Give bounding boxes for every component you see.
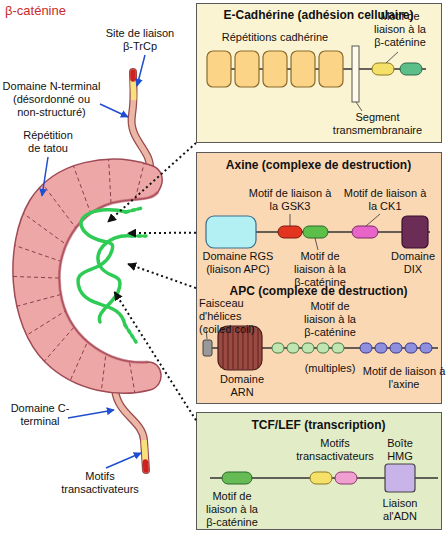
armadillo-body	[13, 159, 162, 393]
partner-box: Axine (complexe de destruction) APC (comp…	[196, 152, 442, 404]
protein-binding-groove: β-caténine	[98, 222, 128, 292]
box-heading: APC (complexe de destruction)	[197, 284, 440, 298]
box-heading: E-Cadhérine (adhésion cellulaire)	[197, 8, 440, 22]
tail-tip	[143, 462, 149, 470]
groove-shade	[59, 192, 158, 362]
repeat-divider	[108, 150, 115, 280]
peptide-strand	[126, 208, 142, 212]
peptide-strand	[132, 234, 146, 238]
peptide-strand	[125, 325, 136, 342]
c-terminal-tail	[115, 390, 146, 470]
connectors	[108, 143, 196, 420]
leader-arrow	[42, 157, 48, 196]
tail-outline	[115, 390, 146, 470]
tail-tip	[130, 72, 136, 79]
repeat-dividers	[0, 150, 146, 409]
box-heading: TCF/LEF (transcription)	[197, 418, 440, 432]
part-label: Site de liaison β-TrCp	[100, 27, 180, 53]
repeat-divider	[0, 280, 115, 314]
repeat-divider	[115, 154, 147, 280]
repeat-divider	[62, 280, 115, 399]
part-label: Domaine N-terminal (désordonné ou non-st…	[2, 80, 101, 119]
part-label: Domaine C-terminal	[10, 402, 70, 428]
repeat-divider	[5, 280, 115, 349]
repeat-divider	[0, 238, 115, 280]
partner-box: TCF/LEF (transcription)	[196, 412, 442, 530]
repeat-divider	[30, 280, 115, 378]
tail-fill	[115, 390, 146, 470]
protein-name: β-caténine	[5, 4, 125, 18]
bound-peptides	[78, 208, 146, 342]
repeat-divider	[115, 280, 138, 408]
btrcp-site	[130, 79, 136, 100]
box-heading: Axine (complexe de destruction)	[197, 158, 440, 172]
repeat-divider	[71, 158, 116, 280]
leader-arrow	[68, 410, 114, 418]
tail-outline	[132, 72, 151, 170]
peptide-strand	[98, 236, 132, 322]
leader-arrows	[42, 55, 145, 468]
leader-arrow	[100, 104, 128, 117]
transactivating-motif	[144, 440, 146, 462]
part-label: Répétition de tatou	[19, 129, 77, 155]
repeat-divider	[0, 276, 115, 281]
binding-arrow	[128, 264, 196, 288]
binding-arrow	[115, 292, 197, 420]
peptide-strand	[78, 210, 126, 325]
repeat-divider	[10, 204, 115, 280]
repeat-divider	[99, 280, 115, 409]
repeat-divider	[37, 176, 115, 280]
partner-box: E-Cadhérine (adhésion cellulaire)	[196, 3, 442, 143]
n-terminal-tail	[132, 72, 151, 170]
binding-arrow	[128, 232, 196, 235]
binding-arrow	[108, 143, 196, 222]
leader-arrow	[137, 55, 145, 86]
leader-arrow	[106, 453, 141, 468]
tail-fill	[132, 72, 151, 170]
part-label: Motifs transactivateurs	[55, 470, 145, 496]
